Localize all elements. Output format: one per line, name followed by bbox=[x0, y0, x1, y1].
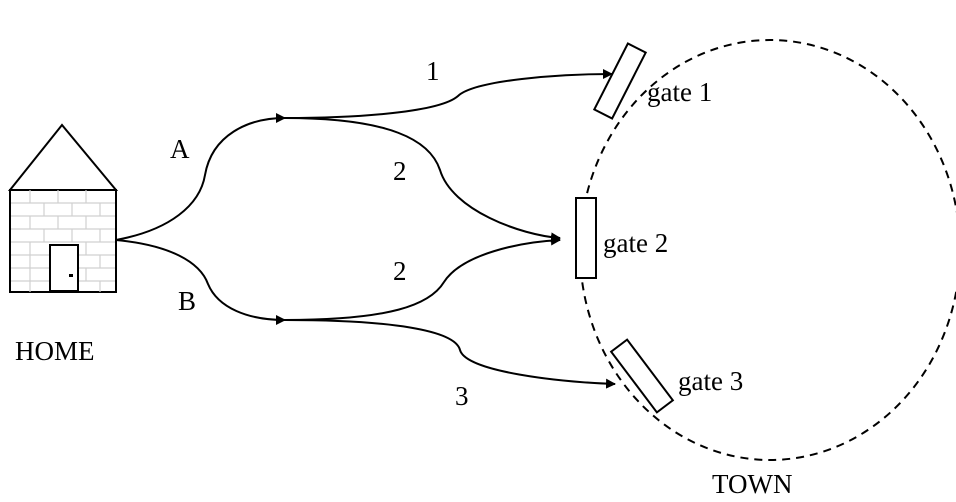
gate-2-marker bbox=[575, 197, 597, 279]
route-b-to-gate-2 bbox=[284, 235, 561, 321]
town-boundary bbox=[579, 39, 956, 461]
route-b bbox=[115, 239, 286, 325]
route-a-to-gate-1 bbox=[284, 69, 613, 119]
home-house-icon bbox=[7, 123, 119, 293]
brick-pattern bbox=[11, 190, 115, 292]
gate-1-label: gate 1 bbox=[647, 77, 712, 107]
gate-2-label: gate 2 bbox=[603, 228, 668, 258]
route-a-to-gate-2 bbox=[284, 117, 561, 243]
route-a bbox=[115, 113, 286, 241]
gate-3-marker bbox=[609, 338, 675, 414]
home-label: HOME bbox=[15, 336, 95, 366]
route-b-to-gate-2-label: 2 bbox=[393, 256, 407, 286]
route-b-label: B bbox=[178, 286, 196, 316]
route-a-to-gate-2-label: 2 bbox=[393, 156, 407, 186]
door-knob bbox=[69, 274, 73, 277]
route-b-to-gate-3-label: 3 bbox=[455, 381, 469, 411]
town-label: TOWN bbox=[712, 469, 793, 499]
house-door bbox=[49, 244, 79, 292]
route-a-label: A bbox=[170, 134, 190, 164]
route-b-to-gate-3 bbox=[284, 319, 616, 389]
gate-3-label: gate 3 bbox=[678, 366, 743, 396]
gate-1-marker bbox=[592, 42, 648, 120]
route-a-to-gate-1-label: 1 bbox=[426, 56, 440, 86]
